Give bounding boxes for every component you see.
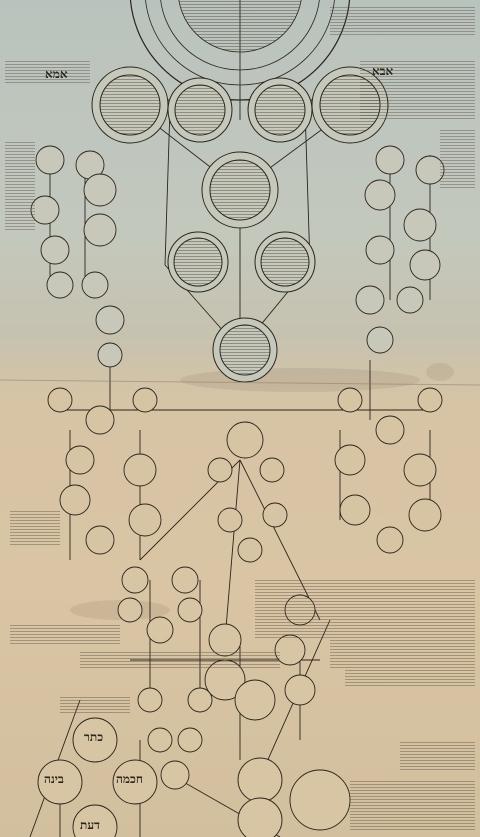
fold-crease bbox=[0, 379, 480, 386]
text-blocks bbox=[5, 5, 475, 830]
label-daat: דעת bbox=[80, 818, 100, 832]
middle-tier-nodes bbox=[47, 387, 443, 563]
label-chokhmah: חכמה bbox=[116, 772, 143, 786]
label-keter: כתר bbox=[84, 730, 104, 744]
label-imma: אמא bbox=[45, 67, 68, 81]
crown-circle bbox=[129, 0, 351, 101]
label-abba: אבא bbox=[372, 64, 394, 78]
lower-tier-nodes bbox=[37, 566, 351, 837]
upper-tier-nodes bbox=[91, 66, 389, 383]
label-binah: בינה bbox=[44, 772, 64, 786]
